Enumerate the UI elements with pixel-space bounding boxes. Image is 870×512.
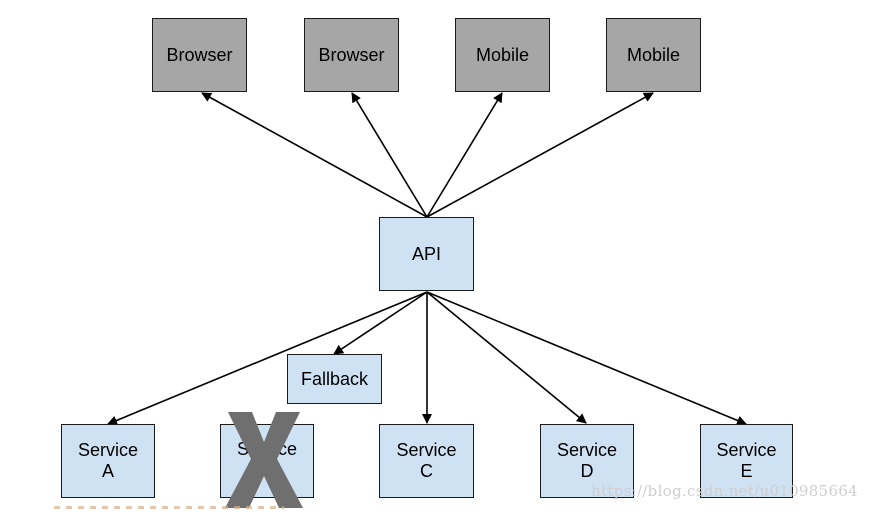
arrow-api-to-service-e bbox=[426, 291, 747, 426]
service-a-node: Service A bbox=[61, 424, 155, 498]
browser-node-1: Browser bbox=[152, 18, 247, 92]
arrow-api-to-browser-2 bbox=[351, 92, 428, 218]
arrow-api-to-mobile-1 bbox=[426, 92, 503, 218]
mobile-node-2: Mobile bbox=[606, 18, 701, 92]
arrow-api-to-browser-1 bbox=[201, 92, 428, 218]
service-c-node: Service C bbox=[379, 424, 474, 498]
arrow-api-to-mobile-2 bbox=[426, 92, 654, 218]
arrow-api-to-fallback bbox=[333, 291, 428, 355]
footer-caption-fragment bbox=[54, 506, 284, 509]
service-b-node: Service bbox=[220, 424, 314, 498]
service-e-node: Service E bbox=[700, 424, 793, 498]
browser-node-2: Browser bbox=[304, 18, 399, 92]
mobile-node-1: Mobile bbox=[455, 18, 550, 92]
watermark-url: https://blog.csdn.net/u010985664 bbox=[591, 482, 858, 500]
arrow-api-to-service-a bbox=[107, 291, 428, 426]
fallback-node: Fallback bbox=[287, 354, 382, 404]
arrow-api-to-service-d bbox=[426, 291, 587, 424]
service-d-node: Service D bbox=[540, 424, 634, 498]
api-gateway-node: API bbox=[379, 217, 474, 291]
